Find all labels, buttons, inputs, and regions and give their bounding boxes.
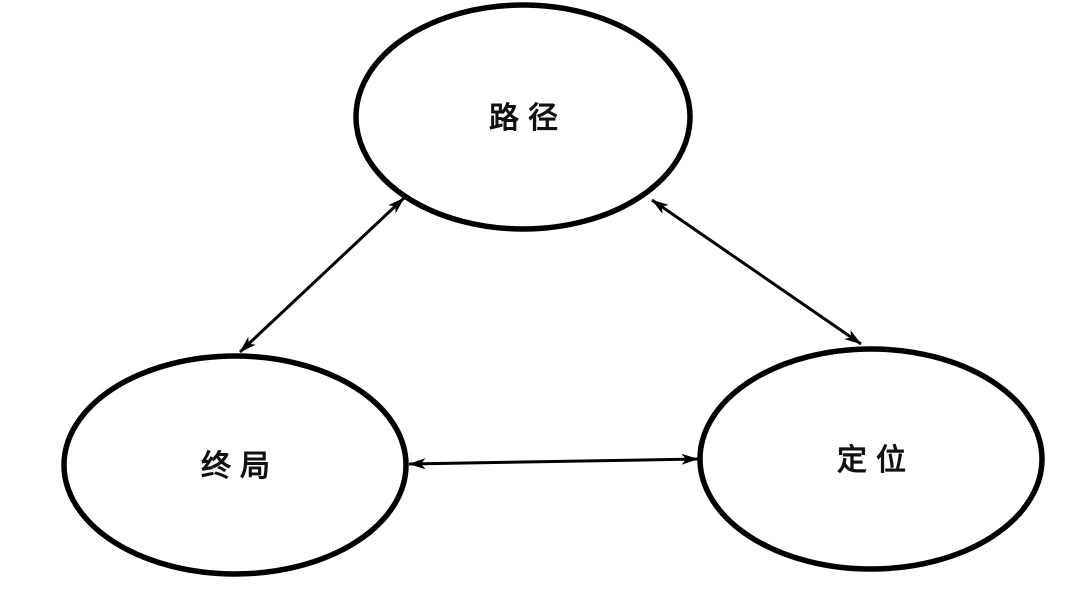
node-label-positioning: 定位 (837, 443, 915, 478)
node-label-endgame: 终局 (201, 449, 279, 484)
edge-path-positioning (651, 198, 862, 346)
node-ellipse-positioning (697, 346, 1045, 572)
node-endgame: 终局 (61, 353, 409, 577)
edge-endgame-positioning (408, 453, 699, 470)
node-ellipse-path (353, 2, 693, 232)
edges-layer (238, 196, 862, 470)
node-label-path: 路径 (489, 101, 567, 136)
node-ellipse-endgame (61, 353, 409, 577)
node-positioning: 定位 (697, 346, 1045, 572)
edge-endgame-path (238, 196, 406, 354)
node-path: 路径 (353, 2, 693, 232)
